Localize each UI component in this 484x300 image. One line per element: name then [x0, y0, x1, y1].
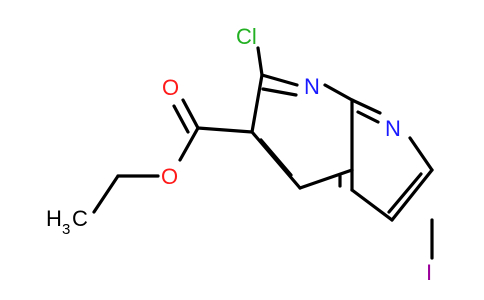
atom-methyl-c: C [72, 206, 88, 231]
bond-c3-c2 [250, 73, 264, 134]
bond-ch2-ch3 [92, 174, 120, 214]
bond-carboxyl-o-double-2 [172, 104, 190, 134]
atom-iodine: I [426, 260, 432, 285]
bond-n8-c7 [408, 136, 434, 172]
atom-nitrogen-1: N [304, 74, 320, 99]
bond-carboxyl-o-ester [178, 126, 200, 162]
bond-c4a-c4 [298, 168, 354, 190]
bond-c7-c6 [390, 168, 434, 222]
atom-oxygen-ester: O [161, 164, 178, 189]
atom-methyl-subscript: 3 [62, 221, 70, 238]
atom-oxygen-carbonyl: O [162, 75, 179, 100]
bond-c8a-n8-double [356, 110, 380, 124]
bond-c8a-n8 [350, 98, 382, 115]
bond-n1-c8a [323, 83, 354, 102]
atom-nitrogen-8: N [385, 116, 401, 141]
bond-c7-c6-double [387, 172, 423, 214]
bond-c4-c3-double [259, 138, 293, 177]
bond-c2-cl [256, 46, 264, 77]
atom-methyl-h: H [46, 206, 62, 231]
bond-c3-carboxyl [196, 126, 254, 134]
atom-chlorine: Cl [236, 24, 257, 49]
bond-carboxyl-o-double-1 [181, 98, 200, 130]
bond-c2-n1-double [261, 87, 298, 97]
bond-c4-c3 [250, 130, 302, 190]
bond-c6-c5 [350, 188, 394, 222]
bond-c2-n1 [260, 73, 299, 87]
